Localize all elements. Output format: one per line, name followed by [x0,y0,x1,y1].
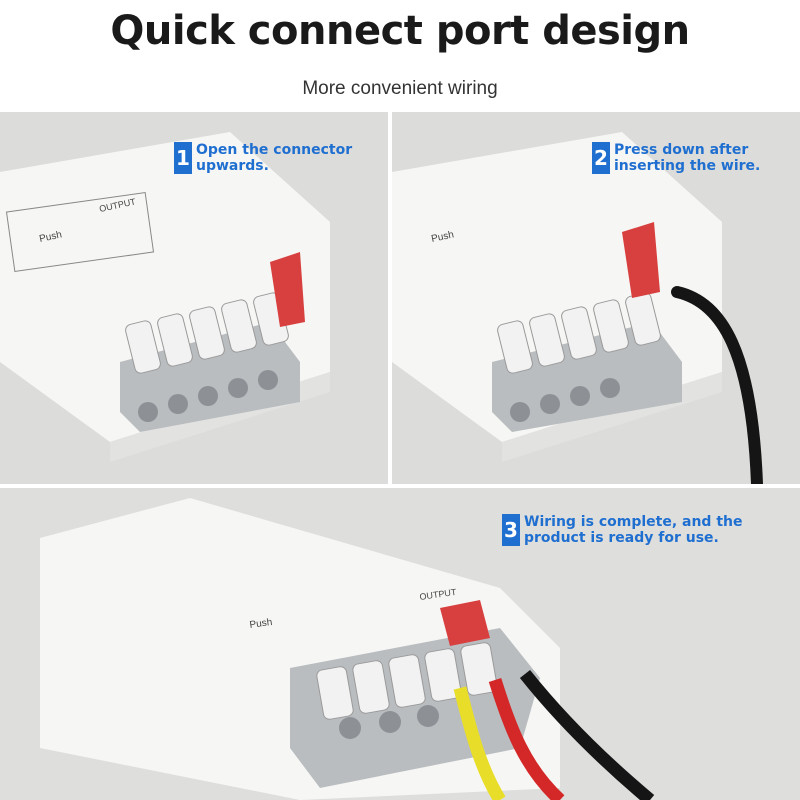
step-2-number: 2 [592,142,610,174]
step-1-text: Open the connector upwards. [196,142,352,174]
step-3-number: 3 [502,514,520,546]
step-1-line-1: Open the connector [196,142,353,158]
push-label-2: Push [430,229,455,244]
step-1-line-2: upwards. [196,158,269,174]
page-subtitle: More convenient wiring [302,78,498,99]
push-label-1: Push [38,229,63,244]
device-illustration-3: Push OUTPUT [0,488,800,800]
device-illustration-1: Push OUTPUT [0,112,388,484]
step-3-text: Wiring is complete, and the product is r… [524,514,742,546]
step-3-photo: Push OUTPUT 3 Wiring is complete, and th… [0,488,800,800]
push-label-3: Push [249,617,273,631]
step-1-callout: 1 Open the connector upwards. [174,142,352,174]
page-title: Quick connect port design [110,8,690,54]
step-2-callout: 2 Press down after inserting the wire. [592,142,760,174]
step-1-number: 1 [174,142,192,174]
step-2-line-2: inserting the wire. [614,158,761,174]
step-2-photo: Push 2 Press down after inserting the wi… [392,112,800,484]
step-3-line-1: Wiring is complete, and the [524,514,743,530]
step-2-line-1: Press down after [614,142,749,158]
step-1-photo: Push OUTPUT 1 Open the connector upwards… [0,112,388,484]
device-illustration-2: Push [392,112,800,484]
step-2-text: Press down after inserting the wire. [614,142,760,174]
step-3-line-2: product is ready for use. [524,530,719,546]
step-3-callout: 3 Wiring is complete, and the product is… [502,514,742,546]
